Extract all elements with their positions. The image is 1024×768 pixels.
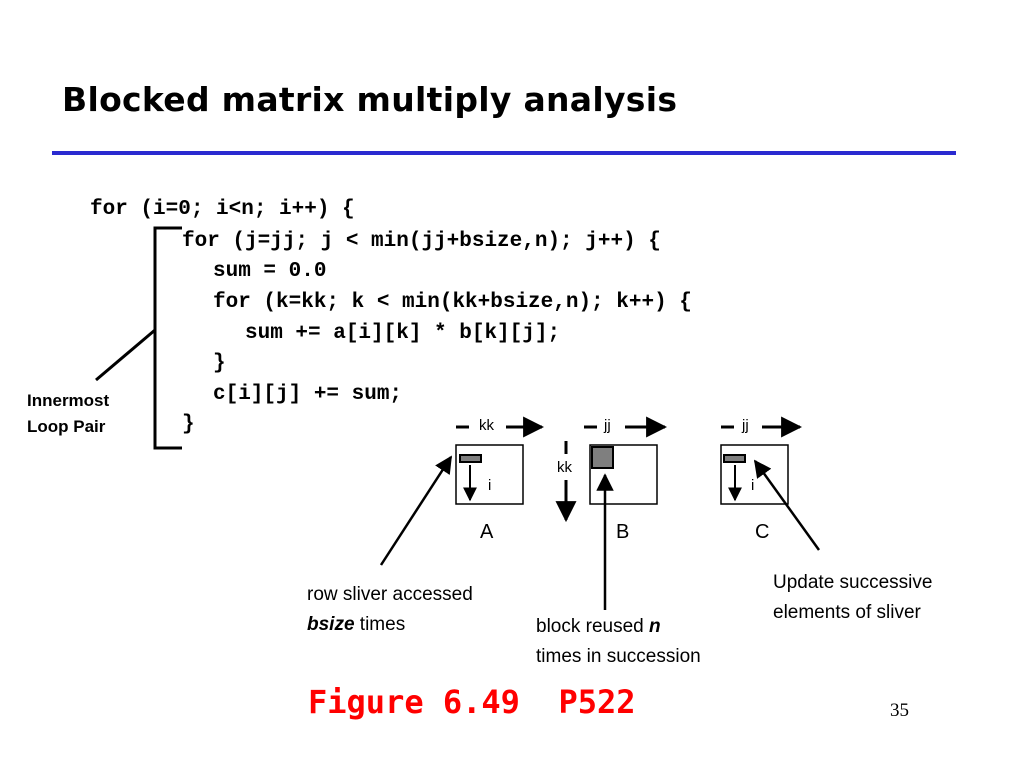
page-number: 35 xyxy=(890,700,909,721)
matrix-c-name: C xyxy=(755,521,770,543)
update-caption-line2: elements of sliver xyxy=(773,602,921,623)
slide-title: Blocked matrix multiply analysis xyxy=(62,80,678,119)
code-line-sum-init: sum = 0.0 xyxy=(213,260,327,283)
loop-bracket xyxy=(153,226,182,450)
row-sliver-caption-line1: row sliver accessed xyxy=(307,584,473,605)
matrix-b-block xyxy=(591,446,614,469)
matrix-c-row-sliver xyxy=(723,454,746,463)
matrix-c-box xyxy=(720,444,789,505)
matrix-c-side-label: i xyxy=(751,477,755,494)
row-sliver-caption-line2: bsize times xyxy=(307,615,405,634)
matrix-a-top-label: kk xyxy=(479,417,494,434)
matrix-a-name: A xyxy=(480,521,494,543)
block-reused-caption-line2: times in succession xyxy=(536,646,701,667)
update-sliver-pointer xyxy=(753,459,821,551)
row-sliver-pointer xyxy=(379,455,453,566)
update-caption-line1: Update successive xyxy=(773,572,933,593)
bracket-pointer xyxy=(95,328,156,382)
code-line-j-loop: for (j=jj; j < min(jj+bsize,n); j++) { xyxy=(182,230,661,253)
matrix-b-name: B xyxy=(616,521,630,543)
code-line-outer-for: for (i=0; i<n; i++) { xyxy=(90,198,355,221)
matrix-a-box xyxy=(455,444,524,505)
block-reused-caption-pre: block reused xyxy=(536,616,650,637)
row-sliver-caption-emphasis: bsize xyxy=(307,614,355,635)
bracket-label-line1: Innermost xyxy=(27,391,110,410)
matrix-b-side-label: kk xyxy=(557,459,572,476)
matrix-a-row-sliver xyxy=(459,454,482,463)
matrix-c-top-label: jj xyxy=(742,417,749,434)
block-reused-caption-line1: block reused n xyxy=(536,617,661,636)
matrix-a-side-label: i xyxy=(488,477,492,494)
bracket-label-line2: Loop Pair xyxy=(27,417,106,436)
figure-caption: Figure 6.49 P522 xyxy=(308,683,636,721)
block-reused-caption-emphasis: n xyxy=(649,616,661,637)
code-line-k-loop: for (k=kk; k < min(kk+bsize,n); k++) { xyxy=(213,291,692,314)
row-sliver-caption-rest: times xyxy=(354,614,406,635)
matrix-b-top-label: jj xyxy=(604,417,611,434)
code-line-sum-accumulate: sum += a[i][k] * b[k][j]; xyxy=(245,322,561,345)
code-line-j-close: } xyxy=(182,413,195,436)
title-rule xyxy=(52,151,956,155)
code-line-c-update: c[i][j] += sum; xyxy=(213,383,403,406)
code-line-k-close: } xyxy=(213,352,226,375)
